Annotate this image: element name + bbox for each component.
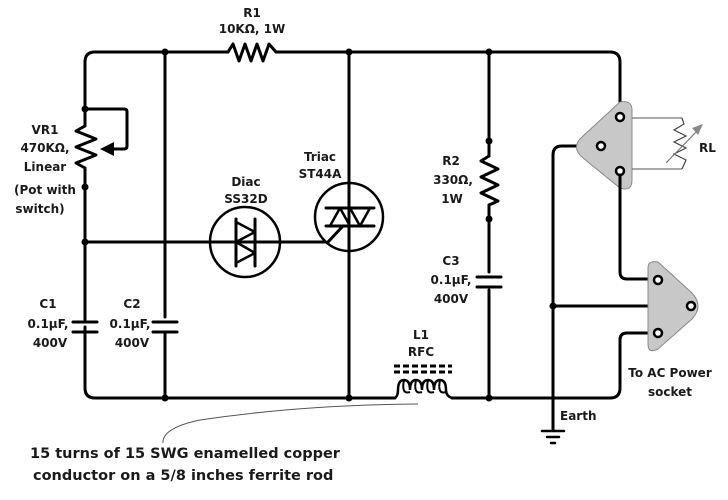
earth-label: Earth [560,409,597,423]
diac-gate-wire [81,238,330,246]
load-to-ac-wire [618,173,658,281]
r1-value-label: 10KΩ, 1W [219,22,286,36]
variable-arrow-icon [692,124,703,135]
inductor-l1-rfc [394,364,453,400]
ac-power-plug [647,261,699,352]
annotation-line1: 15 turns of 15 SWG enamelled copper [30,446,341,462]
load-ref-label: RL [699,141,716,155]
c2-value-label: 0.1µF, [110,317,151,331]
load-socket [576,101,633,190]
c3-voltage-label: 400V [434,292,469,306]
c2-rail [161,48,169,402]
ac-pin-bottom [652,327,664,339]
bottom-wire [93,331,658,400]
wiper-arrow-icon [100,142,114,156]
c2-voltage-label: 400V [115,336,150,350]
l1-ref-label: L1 [413,328,429,342]
triac-kind-label: Triac [304,150,336,164]
top-wire [83,50,622,106]
resistor-r1 [226,42,278,63]
vr1-note-line2: switch) [15,202,64,216]
r2-c3-rail [485,48,493,402]
triac-st44a [313,181,385,253]
ac-pin-earth [685,300,697,312]
diac-kind-label: Diac [231,175,260,189]
c1-ref-label: C1 [39,297,56,311]
c1-voltage-label: 400V [33,336,68,350]
r1-ref-label: R1 [243,6,261,20]
capacitor-c3 [475,275,503,289]
r2-power-label: 1W [441,192,463,206]
vr1-note-line1: (Pot with [14,183,76,197]
diac-part-label: SS32D [224,192,267,206]
vr1-value-label: 470KΩ, [20,141,69,155]
load-pin-earth [595,140,607,152]
annotation-line2: conductor on a 5/8 inches ferrite rod [33,468,333,484]
vr1-type-label: Linear [24,160,67,174]
load-resistor-rl [632,117,703,170]
load-pin-top [614,111,626,123]
ac-socket-label-line2: socket [648,385,692,399]
c3-ref-label: C3 [442,254,459,268]
earth-ground-icon [540,429,566,445]
ac-pin-top [652,274,664,286]
c3-value-label: 0.1µF, [431,273,472,287]
ac-socket-label-line1: To AC Power [628,366,712,380]
resistor-r2 [479,154,500,207]
potentiometer-vr1 [74,105,129,191]
l1-type-label: RFC [408,345,434,359]
capacitor-c2 [151,320,179,334]
diac-ss32d [208,205,282,279]
r2-ref-label: R2 [442,154,460,168]
c2-ref-label: C2 [123,297,140,311]
capacitor-c1 [71,308,99,342]
annotation-leader-line [162,403,419,444]
triac-part-label: ST44A [299,167,343,181]
r2-value-label: 330Ω, [433,173,473,187]
vr1-ref-label: VR1 [32,123,59,137]
c1-value-label: 0.1µF, [28,317,69,331]
